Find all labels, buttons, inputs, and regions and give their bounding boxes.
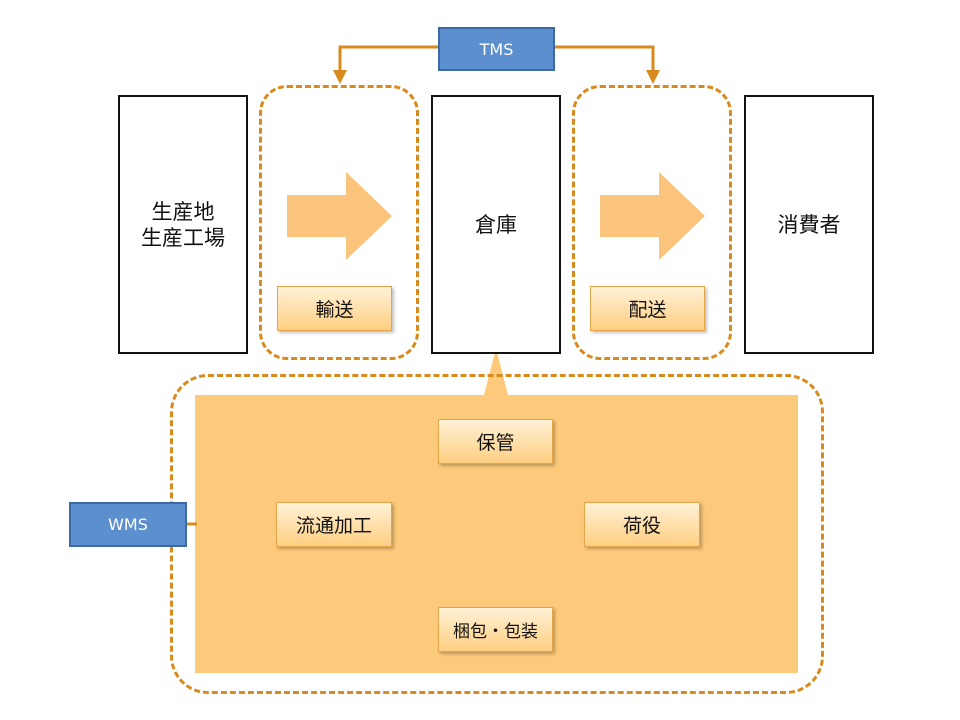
packaging-label: 梱包・包装 xyxy=(438,607,553,652)
cargo-handling-text: 荷役 xyxy=(622,515,661,537)
cargo-handling-label: 荷役 xyxy=(584,502,700,547)
wms-text: WMS xyxy=(108,515,148,534)
wms-area-shape xyxy=(195,348,798,673)
transport-dashed-group xyxy=(259,85,419,360)
tms-arrowhead-left xyxy=(333,70,347,84)
packaging-text: 梱包・包装 xyxy=(453,622,538,642)
delivery-text: 配送 xyxy=(628,299,667,321)
delivery-arrow xyxy=(600,172,705,260)
processing-label: 流通加工 xyxy=(276,502,392,547)
transport-arrow xyxy=(287,172,392,260)
tms-text: TMS xyxy=(479,39,514,59)
delivery-dashed-group xyxy=(572,85,732,360)
origin-node: 生産地 生産工場 xyxy=(118,95,248,354)
transport-text: 輸送 xyxy=(315,299,354,321)
tms-connector-right xyxy=(554,45,655,78)
delivery-label: 配送 xyxy=(590,286,705,331)
consumer-label: 消費者 xyxy=(777,212,841,237)
tms-connector-left xyxy=(338,45,439,78)
warehouse-label: 倉庫 xyxy=(475,212,517,237)
transport-label: 輸送 xyxy=(277,286,392,331)
tms-system-label: TMS xyxy=(438,27,555,71)
processing-text: 流通加工 xyxy=(295,515,372,537)
origin-label-line2: 生産工場 xyxy=(141,225,225,250)
wms-system-label: WMS xyxy=(69,502,187,547)
tms-arrowhead-right xyxy=(646,70,660,84)
storage-label: 保管 xyxy=(438,419,553,464)
consumer-node: 消費者 xyxy=(744,95,874,354)
storage-text: 保管 xyxy=(476,432,515,454)
origin-label-line1: 生産地 xyxy=(151,199,215,224)
warehouse-node: 倉庫 xyxy=(431,95,561,354)
